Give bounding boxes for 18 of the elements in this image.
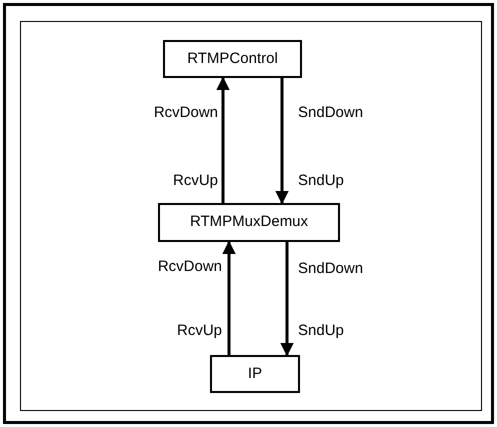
port-label: RcvDown [154, 103, 218, 123]
process-box [158, 203, 340, 242]
box-label: RTMPControl [187, 48, 278, 69]
arrow [280, 242, 294, 356]
box-label: RTMPMuxDemux [190, 212, 308, 232]
port-label: RcvDown [158, 257, 222, 277]
arrow [216, 76, 230, 203]
port-label: RcvUp [176, 321, 222, 341]
process-box [210, 355, 300, 393]
arrow [275, 78, 289, 204]
arrow [222, 240, 236, 355]
box-label: IP [248, 364, 262, 384]
port-label: SndUp [298, 321, 344, 341]
port-label: SndDown [298, 103, 364, 123]
port-label: RcvUp [172, 171, 218, 191]
port-label: SndUp [298, 171, 344, 191]
port-label: SndDown [298, 259, 364, 279]
process-box [163, 40, 302, 78]
